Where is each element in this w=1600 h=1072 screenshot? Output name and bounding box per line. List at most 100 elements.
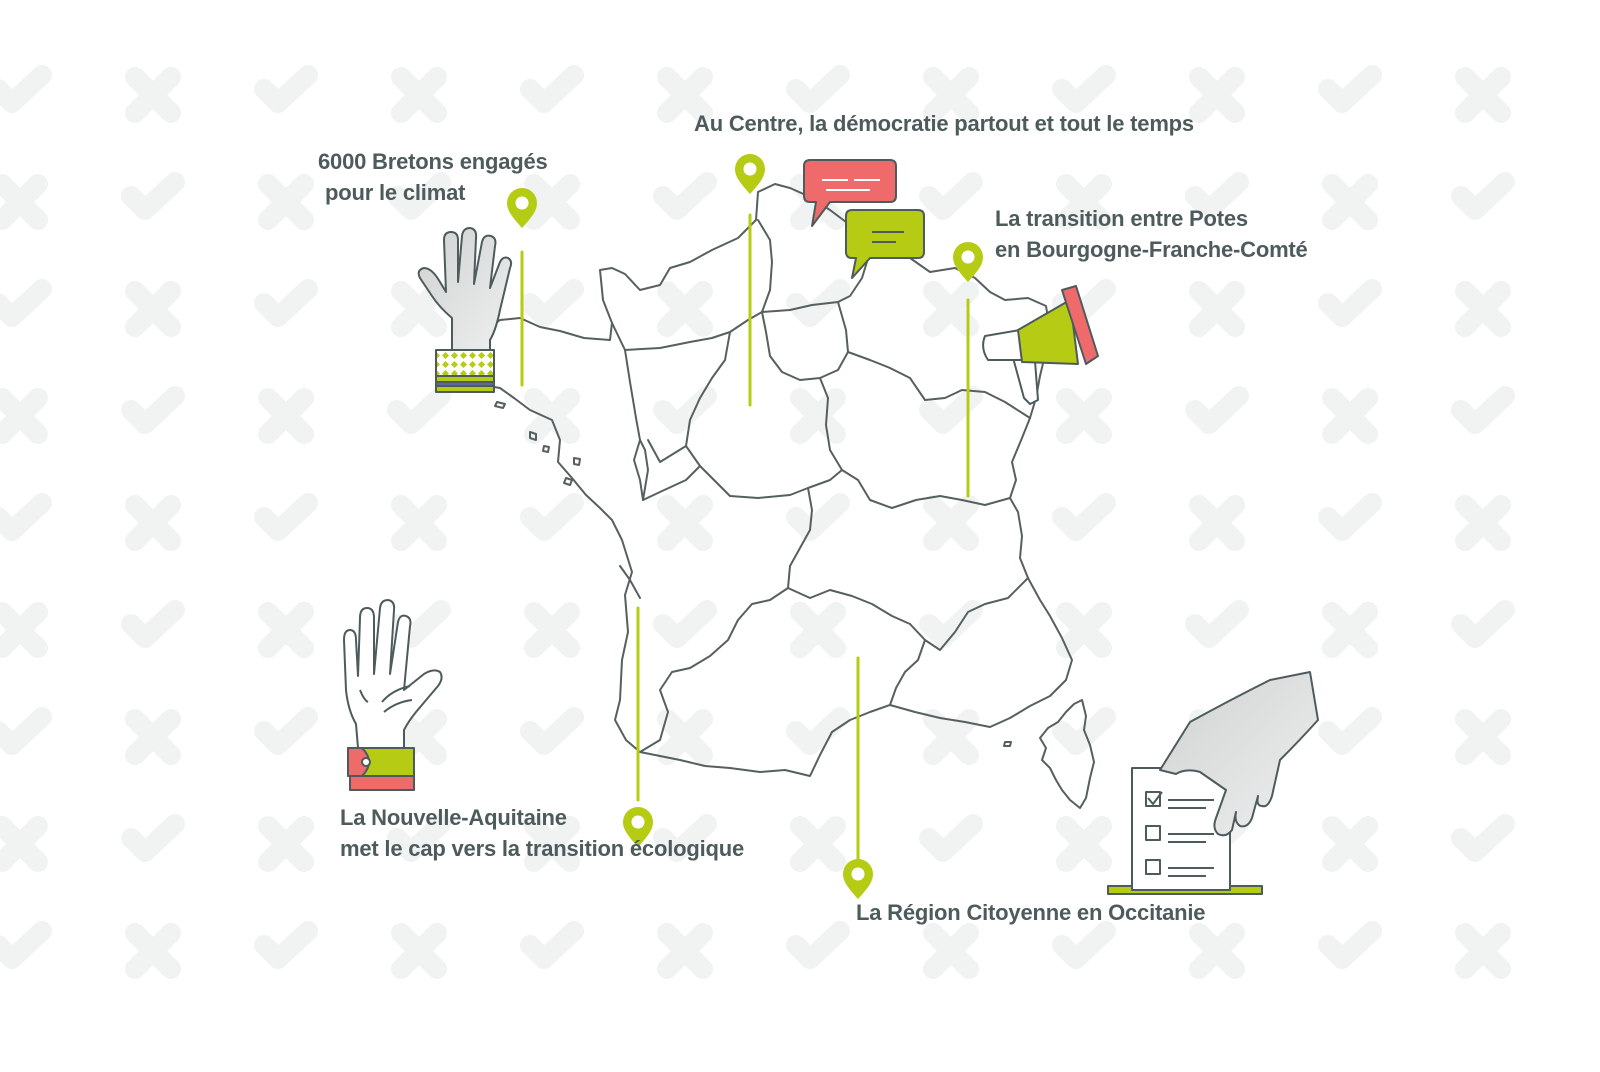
watermark-check-icon xyxy=(1195,610,1239,638)
region-border xyxy=(639,439,649,501)
watermark-cross-icon xyxy=(401,933,437,969)
watermark-check-icon xyxy=(530,289,574,317)
callout-line: La Région Citoyenne en Occitanie xyxy=(856,900,1206,925)
watermark-check-icon xyxy=(1461,824,1505,852)
watermark-check-icon xyxy=(530,931,574,959)
watermark-check-icon xyxy=(1328,931,1372,959)
island xyxy=(573,457,581,466)
callout-occitanie-label: La Région Citoyenne en Occitanie xyxy=(856,897,1206,928)
watermark-cross-icon xyxy=(135,291,171,327)
watermark-cross-icon xyxy=(1332,612,1368,648)
watermark-check-icon xyxy=(264,75,308,103)
corsica-outline xyxy=(1039,699,1095,809)
watermark-cross-icon xyxy=(1066,826,1102,862)
region-border xyxy=(847,351,1031,419)
watermark-cross-icon xyxy=(268,184,304,220)
watermark-check-icon xyxy=(1062,931,1106,959)
watermark-check-icon xyxy=(131,396,175,424)
watermark-cross-icon xyxy=(933,505,969,541)
watermark-cross-icon xyxy=(1199,291,1235,327)
watermark-cross-icon xyxy=(800,826,836,862)
watermark-check-icon xyxy=(796,503,840,531)
callout-centre-label: Au Centre, la démocratie partout et tout… xyxy=(694,108,1194,139)
watermark-cross-icon xyxy=(268,826,304,862)
location-pins xyxy=(507,154,983,899)
callout-line: Au Centre, la démocratie partout et tout… xyxy=(694,111,1194,136)
watermark-check-icon xyxy=(0,289,42,317)
open-hand-icon xyxy=(343,599,443,791)
island xyxy=(529,431,537,441)
watermark-cross-icon xyxy=(534,398,570,434)
watermark-cross-icon xyxy=(1465,719,1501,755)
callout-bfc-label: La transition entre Potes en Bourgogne-F… xyxy=(995,203,1308,265)
watermark-cross-icon xyxy=(135,933,171,969)
megaphone-icon xyxy=(982,285,1099,405)
watermark-check-icon xyxy=(530,717,574,745)
watermark-cross-icon xyxy=(1332,398,1368,434)
watermark-check-icon xyxy=(264,503,308,531)
watermark-cross-icon xyxy=(1066,612,1102,648)
connector-lines xyxy=(520,213,970,862)
callout-line: La Nouvelle-Aquitaine xyxy=(340,805,567,830)
watermark-cross-icon xyxy=(135,77,171,113)
watermark-check-icon xyxy=(663,182,707,210)
watermark-cross-icon xyxy=(534,612,570,648)
watermark-cross-icon xyxy=(1066,398,1102,434)
watermark-cross-icon xyxy=(1199,933,1235,969)
pin-bfc-icon[interactable] xyxy=(953,242,983,282)
watermark-cross-icon xyxy=(1199,505,1235,541)
watermark-cross-icon xyxy=(667,291,703,327)
region-border xyxy=(624,311,763,351)
watermark-cross-icon xyxy=(667,933,703,969)
watermark-check-icon xyxy=(0,931,42,959)
pin-bretagne-icon[interactable] xyxy=(507,188,537,228)
watermark-check-icon xyxy=(663,610,707,638)
callout-line: en Bourgogne-Franche-Comté xyxy=(995,237,1308,262)
watermark-check-icon xyxy=(929,824,973,852)
speech-bubbles-icon xyxy=(803,159,925,279)
watermark-cross-icon xyxy=(667,719,703,755)
watermark-cross-icon xyxy=(933,291,969,327)
watermark-check-icon xyxy=(264,289,308,317)
island xyxy=(563,477,573,486)
watermark-check-icon xyxy=(264,931,308,959)
pin-centre-icon[interactable] xyxy=(735,154,765,194)
watermark-check-icon xyxy=(131,824,175,852)
estuary xyxy=(619,565,641,599)
watermark-cross-icon xyxy=(800,398,836,434)
region-border xyxy=(819,377,1011,509)
watermark-check-icon xyxy=(530,503,574,531)
watermark-check-icon xyxy=(131,182,175,210)
watermark-check-icon xyxy=(0,75,42,103)
watermark-check-icon xyxy=(0,503,42,531)
watermark-check-icon xyxy=(0,717,42,745)
watermark-cross-icon xyxy=(2,184,38,220)
region-border xyxy=(757,219,773,313)
watermark-check-icon xyxy=(1328,503,1372,531)
callout-line: met le cap vers la transition écologique xyxy=(340,836,745,861)
watermark-cross-icon xyxy=(1465,933,1501,969)
region-border xyxy=(642,465,701,501)
watermark-cross-icon xyxy=(1465,77,1501,113)
watermark-cross-icon xyxy=(1332,184,1368,220)
watermark-check-icon xyxy=(1461,182,1505,210)
watermark-cross-icon xyxy=(933,933,969,969)
watermark-check-icon xyxy=(530,75,574,103)
watermark-cross-icon xyxy=(2,398,38,434)
region-border xyxy=(647,439,687,463)
watermark-check-icon xyxy=(929,396,973,424)
island xyxy=(542,445,550,453)
callout-line: pour le climat xyxy=(325,180,466,205)
watermark-cross-icon xyxy=(933,719,969,755)
watermark-check-icon xyxy=(1062,503,1106,531)
region-border xyxy=(889,639,926,706)
region-border xyxy=(611,322,644,501)
watermark-check-icon xyxy=(1328,717,1372,745)
watermark-cross-icon xyxy=(401,505,437,541)
watermark-cross-icon xyxy=(1332,826,1368,862)
callout-line: La transition entre Potes xyxy=(995,206,1248,231)
pin-occitanie-icon[interactable] xyxy=(843,859,873,899)
pin-nouvelle-aquitaine-icon[interactable] xyxy=(623,807,653,847)
